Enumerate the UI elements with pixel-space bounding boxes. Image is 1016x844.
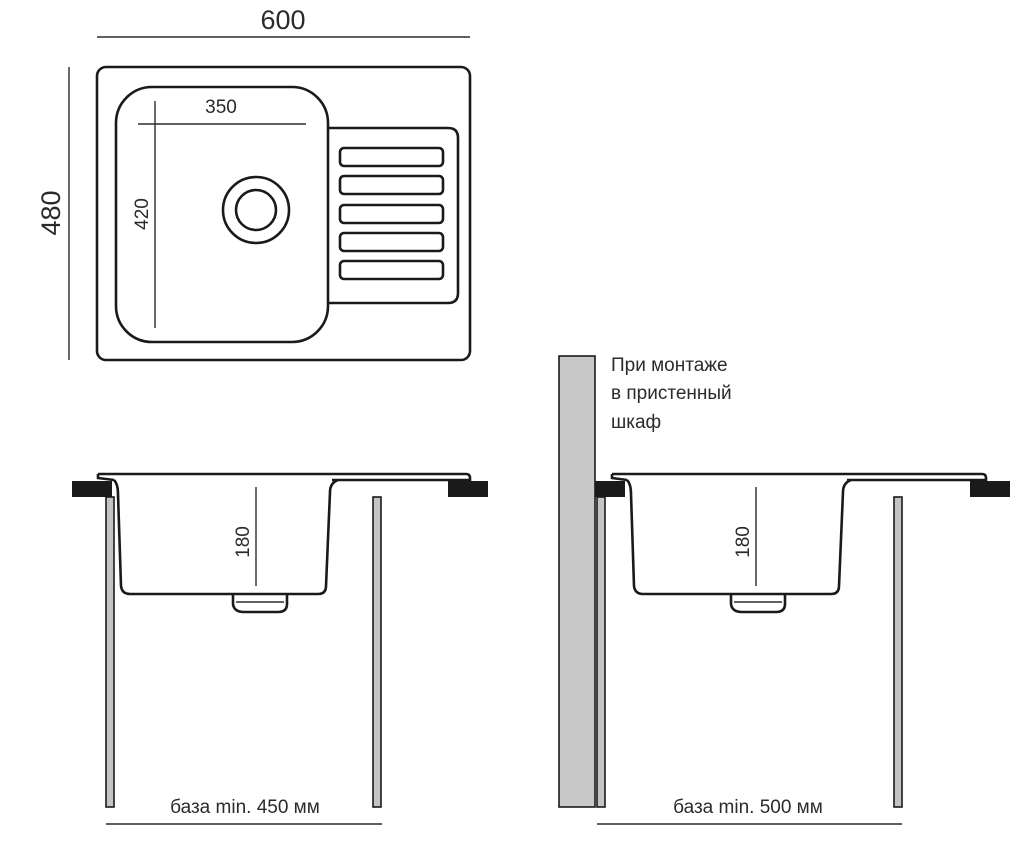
sink-rim: [612, 472, 988, 482]
note-line-3: шкаф: [611, 412, 661, 433]
drainer-slot: [338, 146, 445, 168]
bowl-depth-label: 180: [233, 526, 254, 558]
countertop-left: [72, 481, 112, 497]
base-label: база min. 450 мм: [170, 797, 320, 818]
bowl-outline: [114, 85, 330, 344]
cabinet-side-left: [596, 496, 606, 808]
drain-outer: [221, 175, 291, 245]
note-line-1: При монтаже: [611, 355, 728, 376]
drainer-board: [328, 126, 460, 305]
installation-note: При монтаже в пристенный шкаф: [611, 355, 732, 433]
bowl-profile: [113, 478, 339, 596]
drainer-slot: [338, 231, 445, 253]
cabinet-side-left: [105, 496, 115, 808]
top-view: 600 480 350 420: [36, 5, 472, 362]
bowl-depth-label: 180: [733, 526, 754, 558]
bowl-profile: [626, 478, 852, 596]
drainer-slots: [338, 146, 445, 281]
cabinet-side-right: [893, 496, 903, 808]
depth-label: 480: [36, 190, 66, 235]
cabinet-side-right: [372, 496, 382, 808]
note-line-2: в пристенный: [611, 383, 732, 404]
bowl-width-label: 350: [205, 97, 237, 118]
drainer-slot: [338, 174, 445, 196]
drainer-slot: [338, 203, 445, 225]
sink-rim-edge: [96, 474, 115, 482]
drainer-slot: [338, 259, 445, 281]
sink-rim-edge: [610, 474, 628, 482]
wall-cabinet-panel: [558, 355, 596, 808]
section-right: При монтаже в пристенный шкаф 180 база m…: [558, 355, 1010, 825]
countertop-right: [448, 481, 488, 497]
section-left: 180 база min. 450 мм: [72, 472, 488, 825]
countertop-left: [595, 481, 625, 497]
sink-outline: [95, 65, 472, 362]
sink-rim: [98, 472, 472, 482]
width-label: 600: [260, 5, 305, 35]
countertop-right: [970, 481, 1010, 497]
bowl-depth-label: 420: [132, 198, 153, 230]
drain-nozzle: [729, 594, 787, 614]
base-label: база min. 500 мм: [673, 797, 823, 818]
drain-nozzle: [231, 594, 289, 614]
drain-inner: [234, 188, 278, 232]
